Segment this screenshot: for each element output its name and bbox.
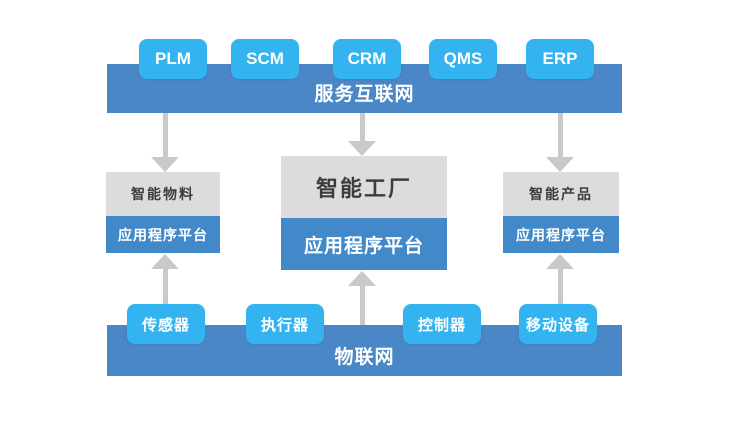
smart-factory-title: 智能工厂 [281,156,447,218]
smart-factory-platform-label: 应用程序平台 [281,218,447,270]
down-arrow-right [546,113,574,172]
service-internet-label: 服务互联网 [314,84,415,105]
smart-factory-node: 智能工厂 应用程序平台 [281,156,447,270]
mobile-device-node: 移动设备 [519,304,597,344]
arrow-head-down-icon [348,141,376,156]
down-arrow-center [348,113,376,156]
smart-product-node: 智能产品 应用程序平台 [503,172,619,253]
smart-product-platform-label: 应用程序平台 [503,216,619,253]
arrow-shaft [557,113,563,158]
arrow-head-down-icon [151,157,179,172]
scm-label: SCM [246,49,284,68]
arrow-shaft [359,285,365,325]
arrow-shaft [557,268,563,325]
sensor-label: 传感器 [141,316,190,334]
up-arrow-right [546,254,574,325]
erp-label: ERP [542,49,578,68]
arrow-head-up-icon [151,254,179,269]
arrow-head-up-icon [348,271,376,286]
erp-node: ERP [526,39,594,79]
arrow-head-up-icon [546,254,574,269]
arrow-shaft [359,113,365,142]
actuator-node: 执行器 [246,304,324,344]
up-arrow-left [151,254,179,325]
crm-node: CRM [333,39,401,79]
smart-material-title: 智能物料 [106,172,220,216]
smart-material-platform-label: 应用程序平台 [106,216,220,253]
crm-label: CRM [347,49,387,68]
actuator-label: 执行器 [260,316,309,334]
qms-label: QMS [443,49,483,68]
smart-product-title: 智能产品 [503,172,619,216]
controller-node: 控制器 [403,304,481,344]
up-arrow-center [348,271,376,325]
arrow-head-down-icon [546,157,574,172]
controller-label: 控制器 [417,316,466,334]
down-arrow-left [151,113,179,172]
plm-label: PLM [155,49,191,68]
smart-material-node: 智能物料 应用程序平台 [106,172,220,253]
plm-node: PLM [139,39,207,79]
mobile-device-label: 移动设备 [525,316,590,334]
sensor-node: 传感器 [127,304,205,344]
scm-node: SCM [231,39,299,79]
qms-node: QMS [429,39,497,79]
arrow-shaft [162,268,168,325]
arrow-shaft [162,113,168,158]
iot-label: 物联网 [334,347,395,368]
